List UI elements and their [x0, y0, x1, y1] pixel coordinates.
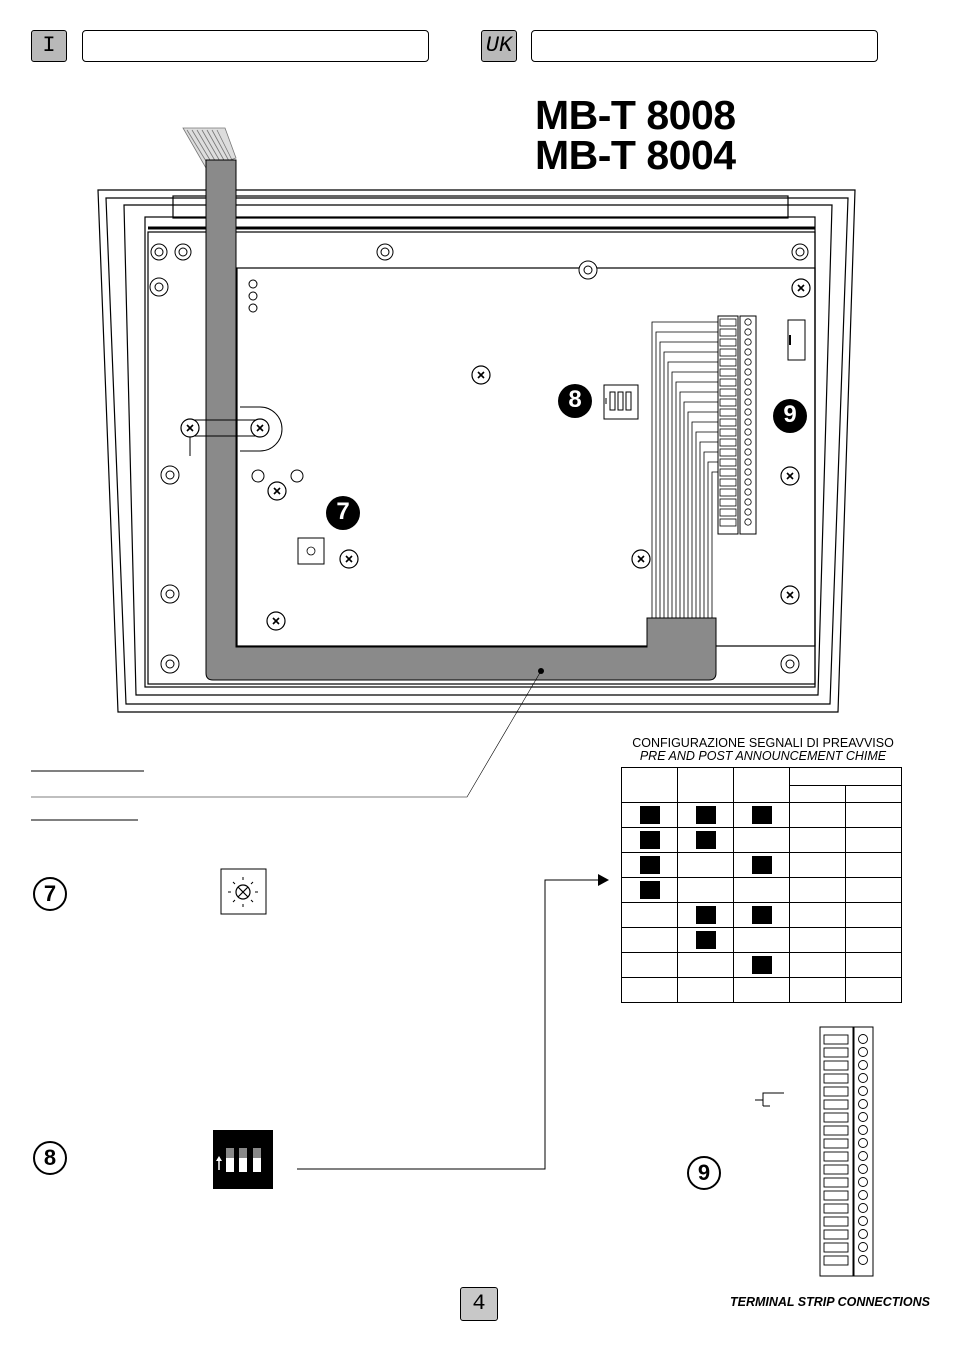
switch-on-cell: [677, 902, 734, 928]
config-blank-cell: [845, 877, 902, 903]
switch-on-cell: [677, 927, 734, 953]
config-title-italian: CONFIGURAZIONE SEGNALI DI PREAVVISO: [632, 736, 894, 750]
switch-on-cell: [733, 852, 790, 878]
switch-off-cell: [733, 827, 790, 853]
switch-off-cell: [733, 877, 790, 903]
config-row: [621, 977, 902, 1003]
chime-config-table: [621, 767, 902, 1003]
section-callout-9: 9: [687, 1156, 721, 1190]
terminal-strip-icon: [755, 1026, 874, 1277]
switch-on-cell: [621, 852, 678, 878]
config-blank-cell: [845, 852, 902, 878]
config-blank-cell: [789, 977, 846, 1003]
device-callout-8: 8: [568, 386, 582, 413]
config-blank-cell: [789, 952, 846, 978]
english-text-box: [531, 30, 878, 62]
switch-off-cell: [677, 852, 734, 878]
switch-off-cell: [677, 877, 734, 903]
switch-on-cell: [733, 952, 790, 978]
config-blank-cell: [845, 977, 902, 1003]
config-title-english: PRE AND POST ANNOUNCEMENT CHIME: [639, 749, 887, 763]
switch-on-cell: [733, 802, 790, 828]
potentiometer-icon: [220, 868, 267, 915]
model-title-1: MB-T 8008: [535, 92, 736, 138]
config-row: [621, 902, 902, 928]
config-row: [621, 852, 902, 878]
ribbon-cable: [182, 127, 237, 169]
lang-tab-italian: I: [31, 30, 67, 62]
lang-tab-english: UK: [481, 30, 517, 62]
device-dip-switch: [603, 384, 639, 420]
config-blank-cell: [845, 827, 902, 853]
config-blank-cell: [789, 802, 846, 828]
switch-off-cell: [733, 927, 790, 953]
dip-switch-icon: [213, 1130, 273, 1189]
config-blank-cell: [789, 852, 846, 878]
switch-off-cell: [733, 977, 790, 1003]
device-callout-9: 9: [783, 401, 797, 428]
switch-on-cell: [677, 802, 734, 828]
device-callout-7: 7: [336, 498, 350, 525]
switch-off-cell: [621, 902, 678, 928]
switch-off-cell: [677, 977, 734, 1003]
config-blank-cell: [789, 927, 846, 953]
config-row: [621, 952, 902, 978]
config-blank-cell: [845, 952, 902, 978]
config-blank-cell: [845, 802, 902, 828]
switch-on-cell: [621, 827, 678, 853]
model-title-2: MB-T 8004: [535, 132, 736, 178]
page-number: 4: [460, 1287, 498, 1321]
switch-off-cell: [621, 977, 678, 1003]
config-row: [621, 927, 902, 953]
switch-on-cell: [621, 802, 678, 828]
config-row: [621, 877, 902, 903]
switch-on-cell: [733, 902, 790, 928]
switch-off-cell: [621, 927, 678, 953]
section-callout-7: 7: [33, 877, 67, 911]
section-callout-8: 8: [33, 1141, 67, 1175]
config-blank-cell: [789, 877, 846, 903]
footer-title: TERMINAL STRIP CONNECTIONS: [729, 1295, 930, 1309]
italian-text-box: [82, 30, 429, 62]
config-blank-cell: [845, 902, 902, 928]
config-row: [621, 802, 902, 828]
switch-off-cell: [677, 952, 734, 978]
config-blank-cell: [845, 927, 902, 953]
switch-on-cell: [677, 827, 734, 853]
switch-off-cell: [621, 952, 678, 978]
config-blank-cell: [789, 827, 846, 853]
config-blank-cell: [789, 902, 846, 928]
config-row: [621, 827, 902, 853]
switch-on-cell: [621, 877, 678, 903]
